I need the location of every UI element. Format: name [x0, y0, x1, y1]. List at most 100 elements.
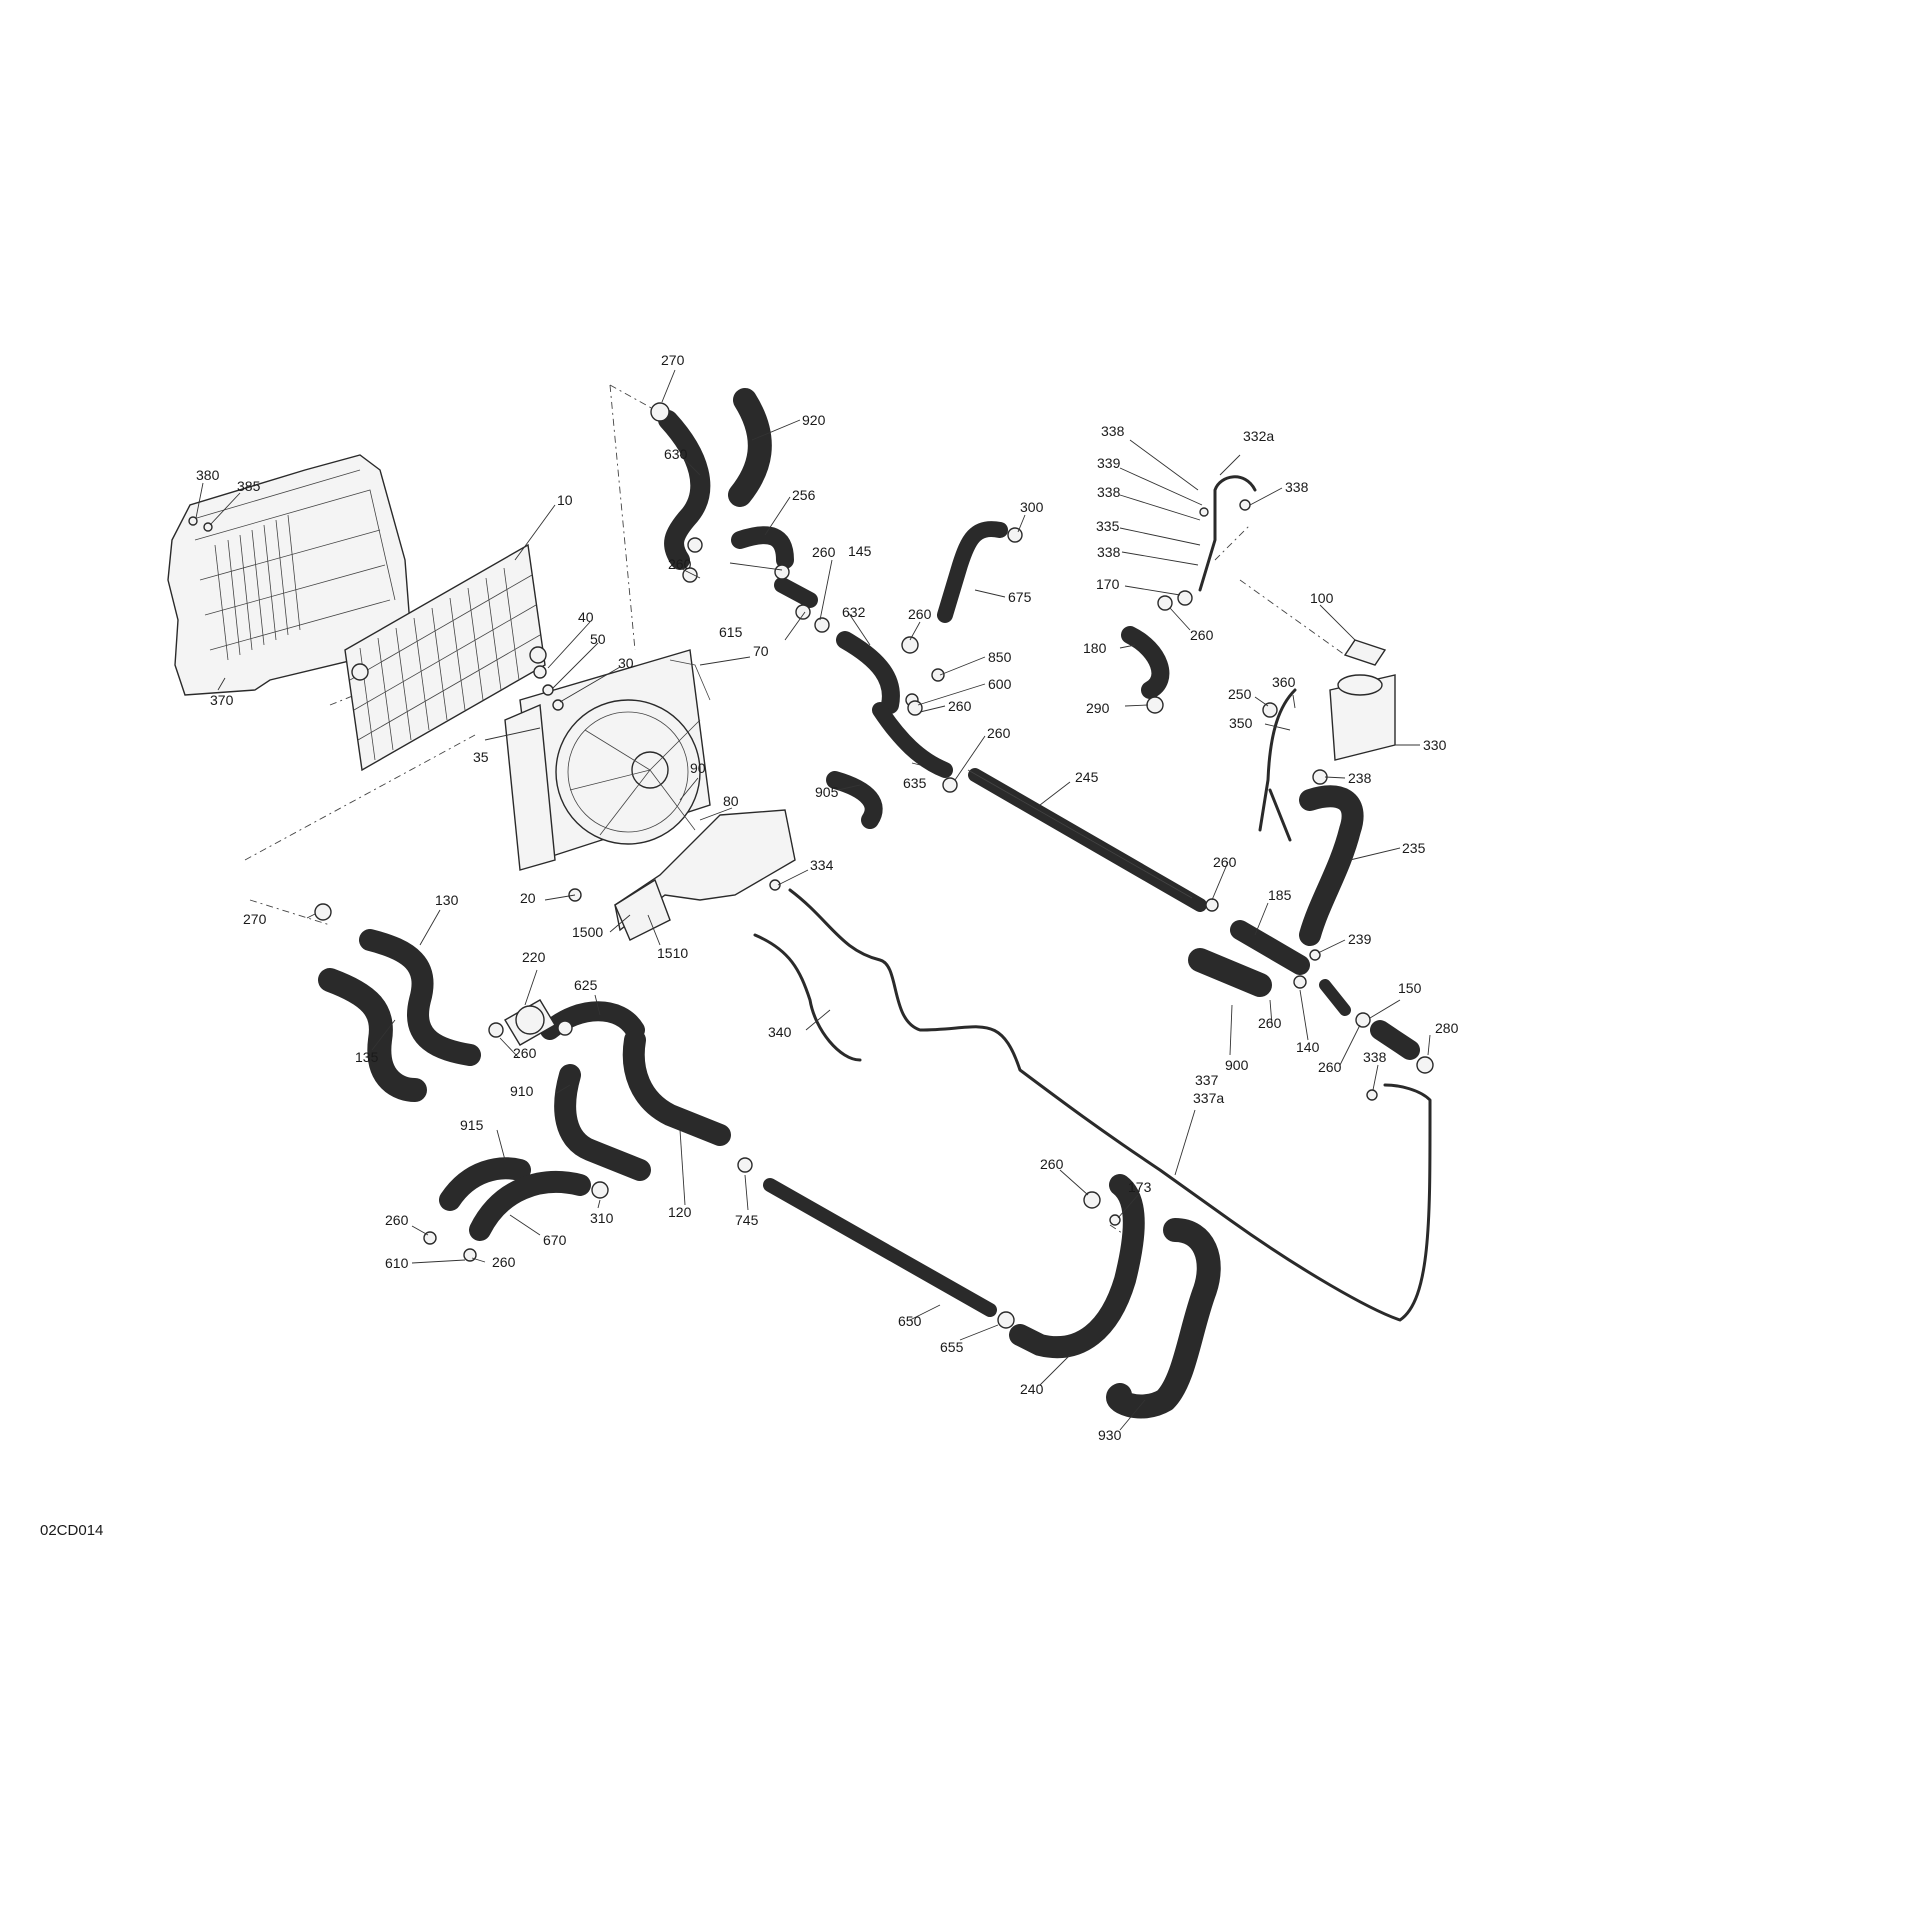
- label-260: 260: [987, 725, 1011, 741]
- label-380: 380: [196, 467, 220, 483]
- clamp-238: [1312, 769, 1328, 785]
- label-140: 140: [1296, 1039, 1320, 1055]
- label-600: 600: [988, 676, 1012, 692]
- clamp-290: [1146, 696, 1164, 714]
- label-260: 260: [1213, 854, 1237, 870]
- fitting-170: [1177, 590, 1193, 606]
- label-135: 135: [355, 1049, 379, 1065]
- label-50: 50: [590, 631, 606, 647]
- label-256: 256: [792, 487, 816, 503]
- label-260: 260: [668, 556, 692, 572]
- fitting-140: [1319, 979, 1351, 1016]
- label-360: 360: [1272, 674, 1296, 690]
- fitting-239: [1309, 949, 1321, 961]
- label-910: 910: [510, 1083, 534, 1099]
- thermostat-housing: [504, 999, 556, 1046]
- label-260: 260: [513, 1045, 537, 1061]
- hose-120: [622, 1029, 731, 1146]
- figure-code: 02CD014: [40, 1522, 103, 1539]
- label-150: 150: [1398, 980, 1422, 996]
- cap-250: [1262, 702, 1278, 718]
- clamp-300: [1007, 527, 1023, 543]
- label-300: 300: [1020, 499, 1044, 515]
- label-385: 385: [237, 478, 261, 494]
- label-337a: 337a: [1193, 1090, 1224, 1106]
- label-615: 615: [719, 624, 743, 640]
- label-290: 290: [1086, 700, 1110, 716]
- long-lines: [753, 888, 1432, 1322]
- radiator-shroud: [167, 454, 411, 696]
- part-number-labels: 380 385 10 370 270 920 630 256 260 260 1…: [196, 352, 1459, 1443]
- label-915: 915: [460, 1117, 484, 1133]
- hose-920: [728, 388, 772, 507]
- label-100: 100: [1310, 590, 1334, 606]
- label-1510: 1510: [657, 945, 688, 961]
- label-630: 630: [664, 446, 688, 462]
- label-20: 20: [520, 890, 536, 906]
- hose-632: [836, 631, 900, 714]
- label-220: 220: [522, 949, 546, 965]
- hose-130: [359, 929, 481, 1066]
- label-655: 655: [940, 1339, 964, 1355]
- label-239: 239: [1348, 931, 1372, 947]
- hose-150: [1370, 1020, 1420, 1060]
- label-180: 180: [1083, 640, 1107, 656]
- label-610: 610: [385, 1255, 409, 1271]
- label-650: 650: [898, 1313, 922, 1329]
- fitting-610: [463, 1248, 477, 1262]
- label-260: 260: [1258, 1015, 1282, 1031]
- label-10: 10: [557, 492, 573, 508]
- label-260: 260: [812, 544, 836, 560]
- shroud-fins: [214, 514, 301, 661]
- hose-630: [658, 410, 711, 570]
- label-170: 170: [1096, 576, 1120, 592]
- hose-910: [554, 1064, 651, 1181]
- label-80: 80: [723, 793, 739, 809]
- hose-670: [469, 1171, 591, 1241]
- label-173: 173: [1128, 1179, 1152, 1195]
- fitting-338: [1366, 1089, 1378, 1101]
- fitting-600: [907, 700, 923, 716]
- label-90: 90: [690, 760, 706, 776]
- label-850: 850: [988, 649, 1012, 665]
- clamp-655: [997, 1311, 1015, 1329]
- label-338: 338: [1363, 1049, 1387, 1065]
- hose-915: [439, 1157, 531, 1211]
- label-334: 334: [810, 857, 834, 873]
- fitting-850: [931, 668, 945, 682]
- label-339: 339: [1097, 455, 1121, 471]
- label-280: 280: [1435, 1020, 1459, 1036]
- vent-line: [1198, 475, 1297, 842]
- clamp-145: [814, 617, 830, 633]
- label-332a: 332a: [1243, 428, 1274, 444]
- radiator-core: [344, 543, 547, 772]
- label-270: 270: [661, 352, 685, 368]
- right-hoses: [1188, 785, 1420, 1060]
- label-260: 260: [1190, 627, 1214, 643]
- label-625: 625: [574, 977, 598, 993]
- label-330: 330: [1423, 737, 1447, 753]
- label-1500: 1500: [572, 924, 603, 940]
- label-260: 260: [1318, 1059, 1342, 1075]
- label-260: 260: [908, 606, 932, 622]
- label-370: 370: [210, 692, 234, 708]
- hose-675: [937, 521, 1008, 623]
- label-350: 350: [1229, 715, 1253, 731]
- label-130: 130: [435, 892, 459, 908]
- label-900: 900: [1225, 1057, 1249, 1073]
- label-238: 238: [1348, 770, 1372, 786]
- clamp-280: [1416, 1056, 1434, 1074]
- clamp-745: [737, 1157, 753, 1173]
- label-670: 670: [543, 1232, 567, 1248]
- fitting-173: [1109, 1214, 1121, 1226]
- label-240: 240: [1020, 1381, 1044, 1397]
- label-338: 338: [1101, 423, 1125, 439]
- hose-240: [1009, 1174, 1145, 1359]
- label-30: 30: [618, 655, 634, 671]
- label-930: 930: [1098, 1427, 1122, 1443]
- label-145: 145: [848, 543, 872, 559]
- lower-right-hoses: [1009, 1174, 1221, 1419]
- fitting-615: [774, 577, 818, 608]
- hose-256: [731, 526, 794, 569]
